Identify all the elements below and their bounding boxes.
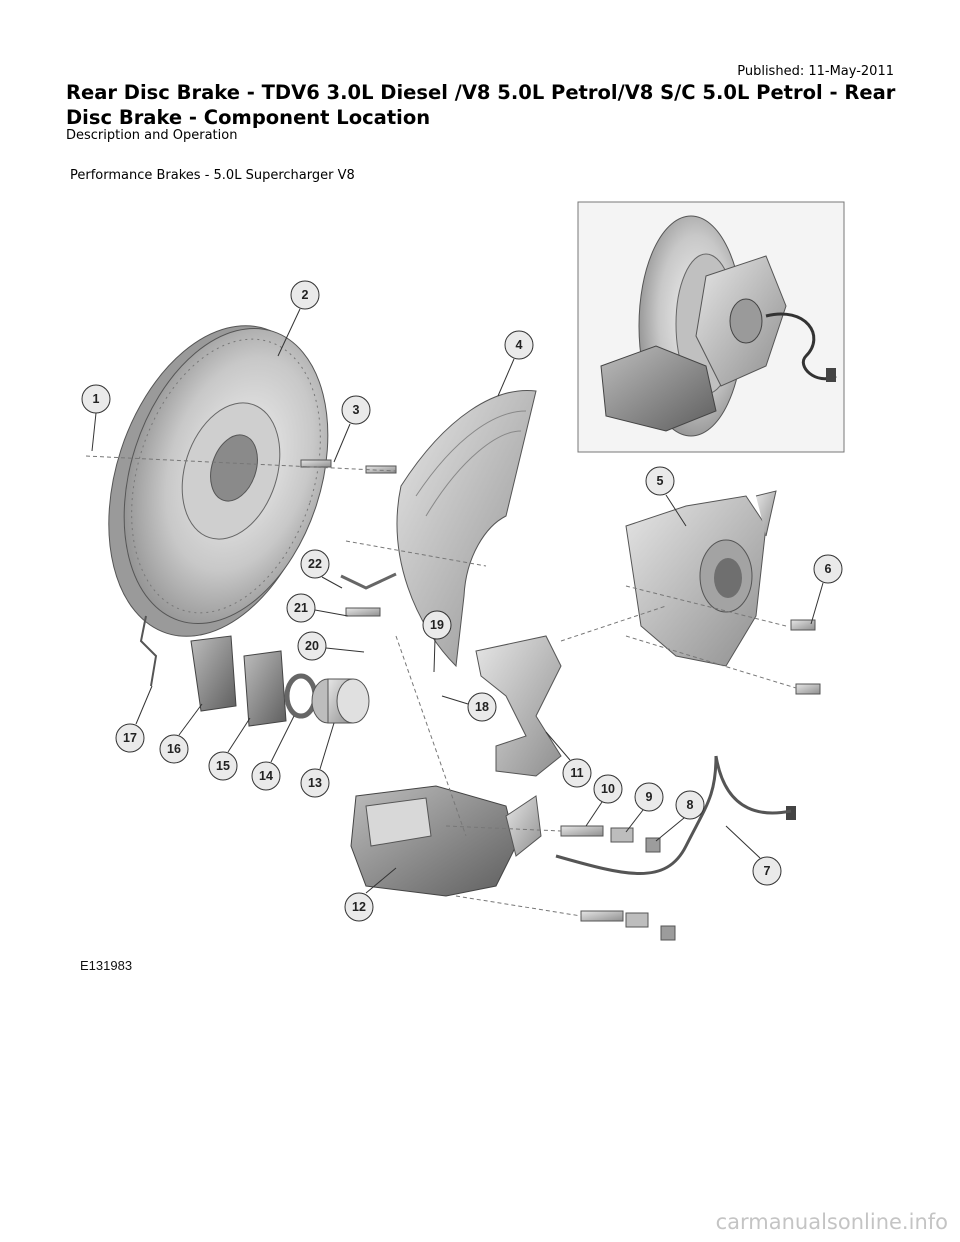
brake-pads [190, 635, 287, 727]
piston-seal [284, 673, 318, 719]
svg-text:19: 19 [430, 618, 444, 632]
callout-9: 9 [625, 782, 664, 833]
svg-text:16: 16 [167, 742, 181, 756]
callout-11: 11 [545, 731, 592, 788]
callout-12: 12 [344, 867, 397, 922]
svg-text:10: 10 [601, 782, 615, 796]
inset-assembly-view [577, 201, 845, 453]
svg-text:14: 14 [259, 769, 273, 783]
backing-plate [396, 389, 537, 668]
callout-4: 4 [497, 330, 534, 397]
page-title: Rear Disc Brake - TDV6 3.0L Diesel /V8 5… [66, 81, 896, 129]
callout-2: 2 [277, 280, 320, 357]
callout-8: 8 [655, 790, 705, 842]
callout-22: 22 [300, 549, 343, 589]
caliper-piston [311, 678, 370, 724]
callout-15: 15 [208, 717, 251, 781]
callout-14: 14 [251, 715, 295, 791]
svg-text:13: 13 [308, 776, 322, 790]
exploded-brake-diagram: 1 2 3 4 5 6 7 8 9 10 [80, 201, 845, 973]
watermark: carmanualsonline.info [715, 1210, 948, 1234]
callout-18: 18 [441, 692, 497, 722]
figure-id: E131983 [80, 958, 132, 973]
callout-10: 10 [585, 774, 623, 827]
callout-5: 5 [645, 466, 687, 527]
guide-pins-and-bolts [300, 459, 821, 941]
svg-text:1: 1 [93, 392, 100, 406]
svg-text:11: 11 [570, 766, 583, 780]
callout-19: 19 [422, 610, 452, 673]
svg-text:4: 4 [516, 338, 523, 352]
svg-text:21: 21 [294, 601, 308, 615]
svg-text:8: 8 [687, 798, 694, 812]
callout-7: 7 [725, 825, 782, 886]
svg-text:20: 20 [305, 639, 319, 653]
wear-sensor-wires [139, 615, 796, 875]
svg-text:15: 15 [216, 759, 230, 773]
caliper-carrier [475, 635, 562, 777]
hub-knuckle [625, 490, 777, 667]
svg-text:3: 3 [353, 403, 360, 417]
svg-text:7: 7 [764, 864, 771, 878]
callout-1: 1 [81, 384, 111, 452]
caliper-body [350, 785, 542, 897]
svg-text:6: 6 [825, 562, 832, 576]
callout-16: 16 [159, 703, 203, 764]
callout-13: 13 [300, 722, 335, 798]
assembly-lines [85, 455, 797, 917]
svg-text:17: 17 [123, 731, 137, 745]
svg-text:18: 18 [475, 700, 489, 714]
svg-text:5: 5 [657, 474, 664, 488]
svg-text:2: 2 [302, 288, 309, 302]
callout-17: 17 [115, 685, 153, 753]
svg-text:12: 12 [352, 900, 366, 914]
callout-6: 6 [810, 554, 843, 625]
published-date: Published: 11-May-2011 [737, 64, 894, 79]
brake-disc [108, 325, 329, 637]
svg-text:9: 9 [646, 790, 653, 804]
svg-text:22: 22 [308, 557, 322, 571]
callout-21: 21 [286, 593, 349, 623]
callout-20: 20 [297, 631, 365, 661]
figure-caption: Performance Brakes - 5.0L Supercharger V… [70, 168, 355, 183]
page-subtitle: Description and Operation [66, 128, 238, 143]
callout-3: 3 [333, 395, 371, 463]
